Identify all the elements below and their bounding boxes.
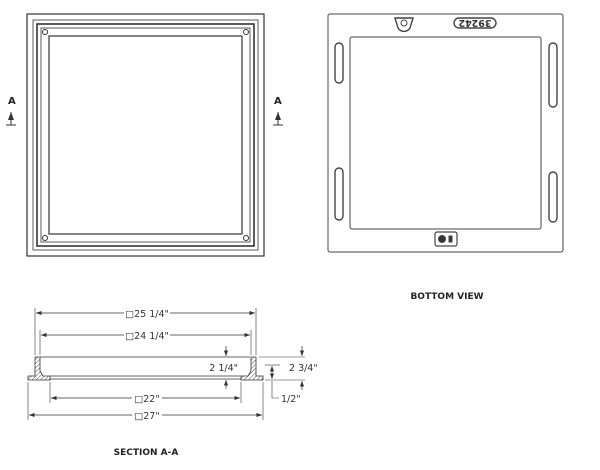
frame-section-right [240,356,264,381]
lettering-plate [548,171,558,223]
bolt-hole [243,29,249,35]
bottom-view [327,13,564,253]
section-marker-left: A [6,96,16,126]
casting-number-plate [453,17,497,29]
bolt-hole [42,29,48,35]
frame-section-left [27,356,51,381]
bottom-view-title: BOTTOM VIEW [410,292,483,302]
dim-total-height: 2 3/4" [289,363,318,374]
dim-outer-top: □25 1/4" [125,309,169,320]
casting-number: 39242 [458,17,491,28]
top-view [26,13,265,257]
bolt-hole [42,235,48,241]
dim-inner-top: □24 1/4" [125,331,169,342]
dim-flange-thickness: 1/2" [281,394,301,405]
recycle-logo-icon [394,17,414,33]
dim-overall: □27" [134,411,159,422]
lettering-plate [548,42,558,108]
date-wheel [434,231,458,247]
dim-inner-bottom: □22" [134,394,159,405]
bolt-hole [243,235,249,241]
section-marker-label: A [274,96,282,107]
dim-wall-height: 2 1/4" [209,363,238,374]
lettering-plate [334,167,344,221]
lettering-plate [334,42,344,84]
section-marker-label: A [8,96,16,107]
section-view [27,308,305,420]
section-marker-right: A [273,96,283,126]
section-title: SECTION A-A [114,448,179,458]
